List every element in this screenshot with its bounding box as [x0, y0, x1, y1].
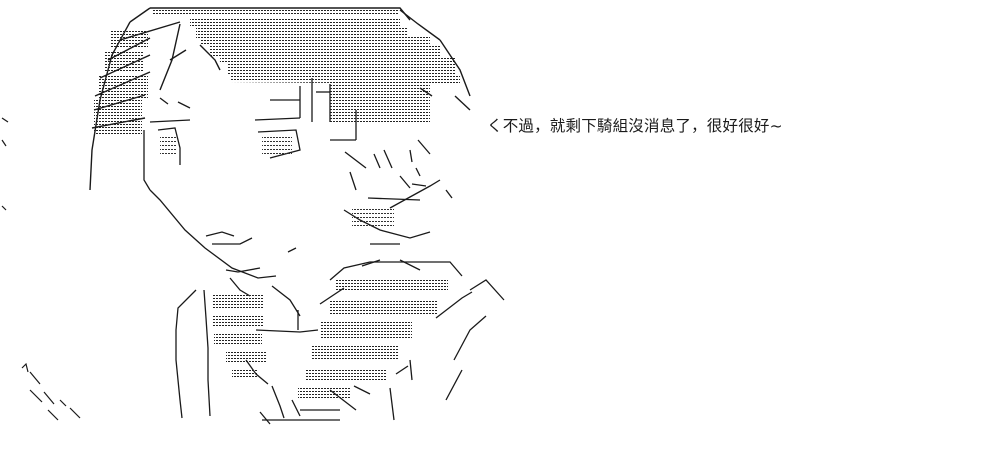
clothing-shading [212, 278, 448, 400]
left-edge-marks [1, 117, 81, 421]
hair-right-shading [196, 26, 456, 122]
face [143, 78, 431, 279]
jaw-shading [352, 208, 394, 228]
hair-left-shading [94, 30, 148, 134]
dialogue-text: く不過，就剩下騎組沒消息了，很好很好~ [487, 117, 783, 135]
